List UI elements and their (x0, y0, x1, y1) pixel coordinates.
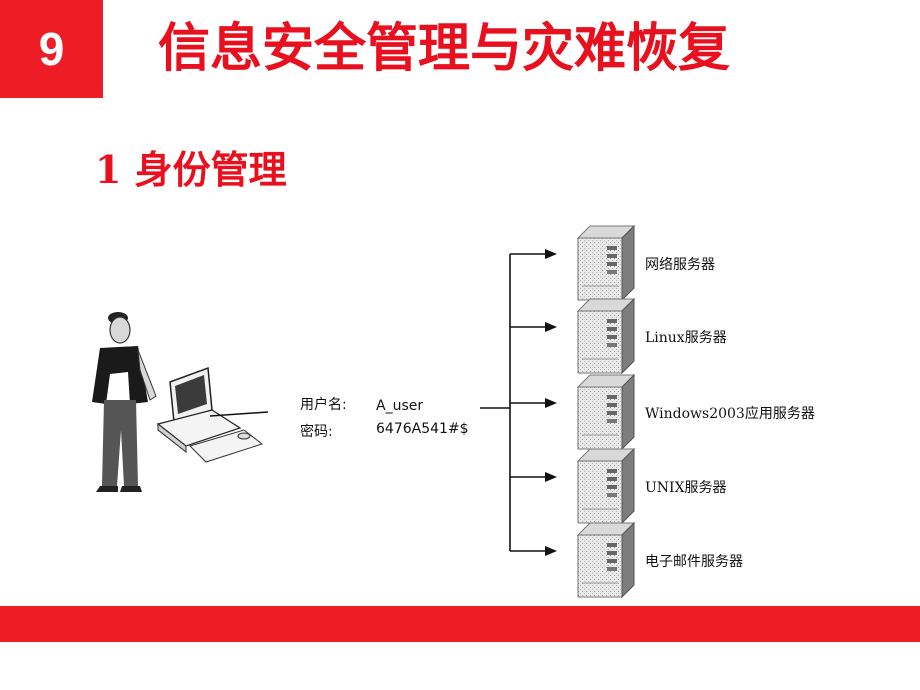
password-value: 6476A541#$ (376, 421, 469, 437)
arrow-head-icon (545, 546, 557, 556)
server-row: UNIX服务器 (510, 448, 727, 524)
connector-line (209, 411, 269, 417)
server-row: Windows2003应用服务器 (510, 374, 815, 450)
computer-icon (156, 366, 264, 463)
slide-title: 信息安全管理与灾难恢复 (158, 19, 731, 79)
server-label: 网络服务器 (645, 257, 715, 273)
user-person-icon (92, 312, 157, 492)
arrow-head-icon (545, 322, 557, 332)
server-label: Linux服务器 (645, 330, 727, 346)
arrow-head-icon (545, 398, 557, 408)
arrow-head-icon (545, 249, 557, 259)
password-label: 密码: (300, 423, 333, 440)
username-label: 用户名: (300, 396, 347, 413)
server-icon (577, 225, 635, 301)
server-row: Linux服务器 (510, 298, 727, 374)
arrow-head-icon (545, 472, 557, 482)
server-icon (577, 298, 635, 374)
username-value: A_user (376, 398, 423, 414)
server-icon (577, 448, 635, 524)
server-row: 网络服务器 (510, 225, 715, 301)
server-icon (577, 374, 635, 450)
server-label: UNIX服务器 (645, 480, 727, 496)
server-icon (577, 522, 635, 598)
section-heading: 1 身份管理 (95, 147, 287, 192)
server-label: Windows2003应用服务器 (645, 405, 815, 422)
server-row: 电子邮件服务器 (510, 522, 743, 598)
tree-connector (480, 254, 511, 551)
slide-number: 9 (38, 23, 65, 75)
server-label: 电子邮件服务器 (645, 554, 743, 570)
slide-number-box: 9 (0, 0, 103, 98)
footer-bar (0, 606, 920, 642)
